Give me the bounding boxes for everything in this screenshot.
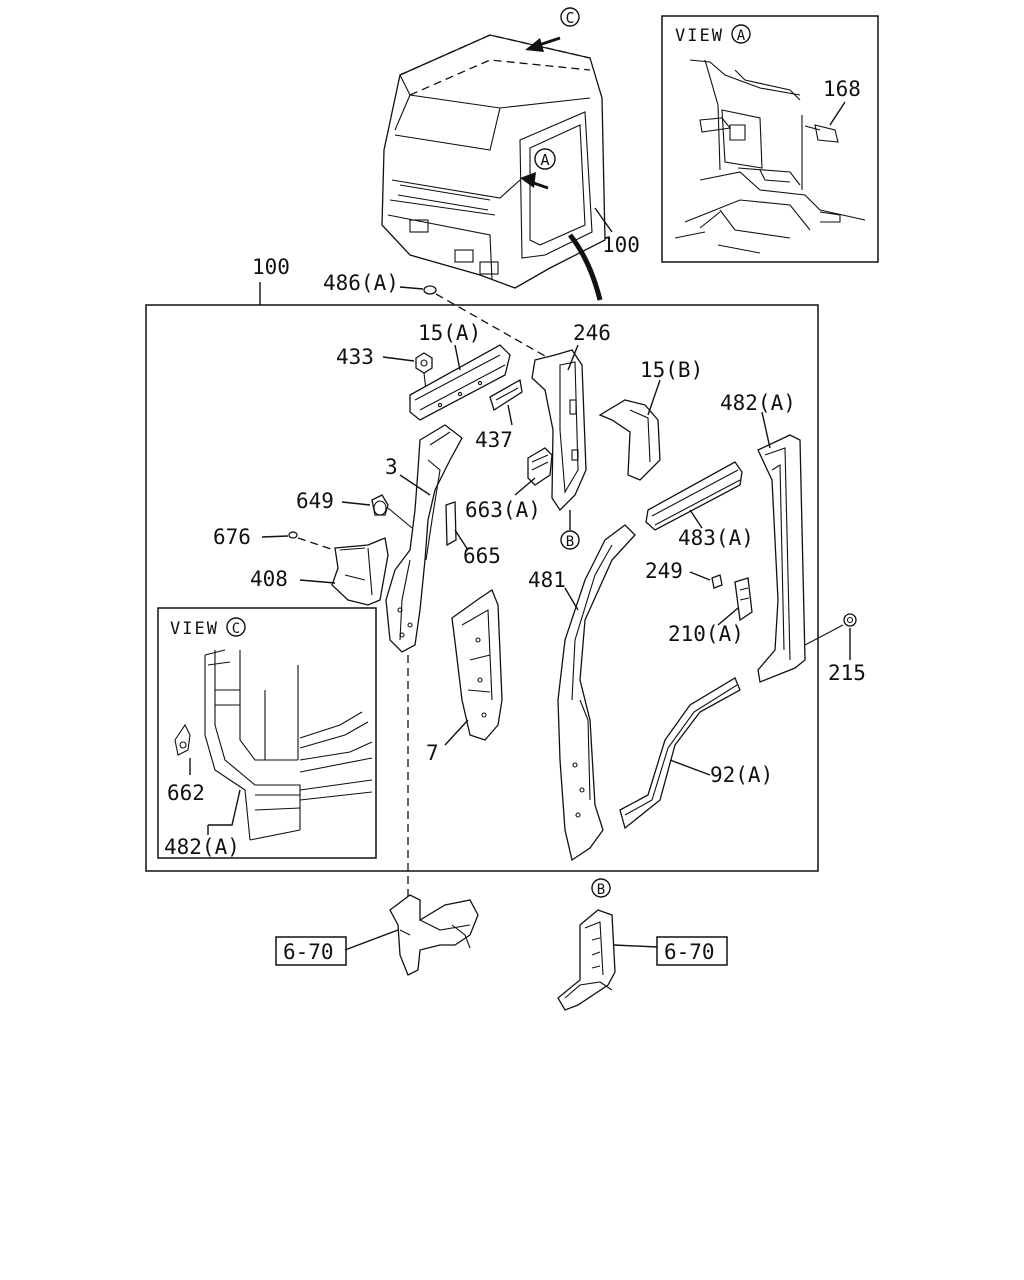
part-15a (409, 344, 511, 421)
part-649 (371, 494, 389, 516)
label-100: 100 (252, 255, 290, 279)
leader-7 (444, 719, 469, 746)
part-483a (645, 461, 743, 531)
view-a-detail (674, 59, 866, 254)
leader-3 (399, 474, 431, 496)
part-486a (423, 285, 437, 295)
label-ref-right: 6-70 (664, 940, 715, 964)
part-lower-right (557, 909, 616, 1011)
view-c-circle (226, 617, 246, 637)
view-a-frame (661, 15, 879, 263)
leader-482a (761, 411, 771, 449)
label-649: 649 (296, 489, 334, 513)
leader-246 (567, 344, 579, 371)
callout-b-circle (560, 530, 580, 550)
leader-437 (507, 404, 513, 426)
leader-92a (669, 759, 711, 776)
assembly-frame (145, 304, 819, 872)
part-433 (415, 352, 433, 374)
label-408: 408 (250, 567, 288, 591)
leader-ref-left (344, 929, 399, 951)
view-c-frame (157, 607, 377, 859)
label-249: 249 (645, 559, 683, 583)
dash-676 (297, 537, 341, 553)
label-665: 665 (463, 544, 501, 568)
leader-483a (689, 509, 703, 529)
view-c-title: VIEW (170, 619, 219, 639)
view-a-circle (731, 24, 751, 44)
leader-408 (299, 579, 336, 584)
label-246: 246 (573, 321, 611, 345)
callout-a-circle (534, 148, 556, 170)
label-cab-100: 100 (602, 233, 640, 257)
part-215 (843, 613, 857, 627)
leader-665 (454, 529, 469, 551)
view-a-title: VIEW (675, 26, 724, 46)
leader-433 (382, 356, 415, 362)
label-168: 168 (823, 77, 861, 101)
label-486a: 486(A) (323, 271, 399, 295)
label-433: 433 (336, 345, 374, 369)
part-lower-left (389, 894, 479, 976)
part-676 (288, 531, 298, 539)
part-3 (385, 424, 463, 653)
leader-ref-right (613, 944, 658, 948)
callout-c-top: C (565, 9, 574, 27)
part-7 (451, 589, 503, 741)
label-437: 437 (475, 428, 513, 452)
part-249 (711, 574, 723, 589)
label-662: 662 (167, 781, 205, 805)
label-ref-left: 6-70 (283, 940, 334, 964)
leader-482a-view (207, 789, 241, 835)
label-15a: 15(A) (418, 321, 481, 345)
label-7: 7 (426, 741, 439, 765)
leader-481 (564, 587, 579, 611)
callout-b-bottom-circle (591, 878, 611, 898)
part-246 (531, 349, 587, 512)
leader-cab-100 (594, 207, 613, 233)
label-481: 481 (528, 568, 566, 592)
view-a-letter: A (737, 28, 746, 44)
leader-486a (399, 286, 424, 290)
label-210a: 210(A) (668, 622, 744, 646)
leader-15b (647, 379, 661, 416)
view-c-detail (174, 649, 373, 841)
ref-box-right (656, 936, 728, 966)
leader-249 (689, 571, 711, 581)
label-482a: 482(A) (720, 391, 796, 415)
callout-c-circle (560, 7, 580, 27)
label-15b: 15(B) (640, 358, 703, 382)
view-c-letter: C (232, 621, 240, 637)
label-92a: 92(A) (710, 763, 773, 787)
part-15b (598, 399, 661, 481)
cab-assembly (381, 34, 606, 301)
leader-15a (454, 344, 461, 371)
ref-box-left (275, 936, 347, 966)
leader-210a (717, 607, 739, 626)
leader-649 (341, 501, 371, 506)
leader-676 (261, 535, 289, 538)
callout-b-bottom: B (597, 882, 605, 898)
part-665 (445, 501, 457, 547)
part-92a (619, 677, 741, 830)
callout-b-pillar: B (566, 534, 574, 550)
leader-168 (829, 101, 846, 126)
label-215: 215 (828, 661, 866, 685)
label-3: 3 (385, 455, 398, 479)
callout-a-cab: A (540, 151, 549, 169)
label-676: 676 (213, 525, 251, 549)
dash-486a (435, 293, 553, 361)
label-482a-view: 482(A) (164, 835, 240, 859)
label-483a: 483(A) (678, 526, 754, 550)
leader-663a (514, 477, 536, 496)
part-408 (331, 537, 389, 606)
label-663a: 663(A) (465, 498, 541, 522)
